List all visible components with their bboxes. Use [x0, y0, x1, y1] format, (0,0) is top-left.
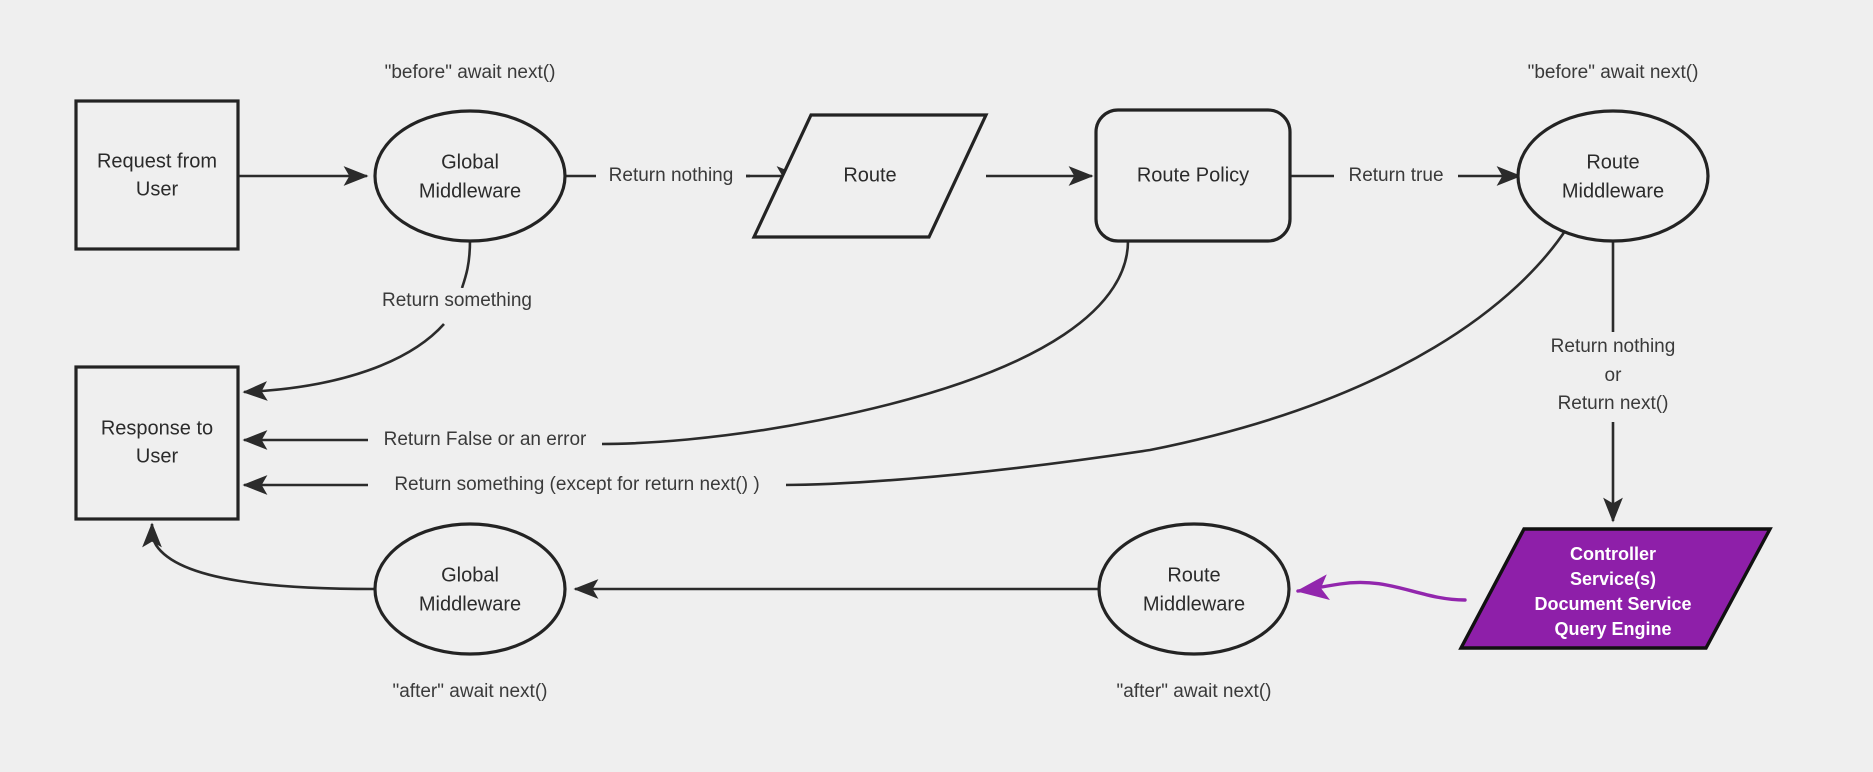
node-response-to-user-line2: User [136, 445, 179, 467]
label-return-something: Return something [362, 288, 552, 314]
label-return-nothing-or-next-line1: Return nothing [1551, 336, 1676, 357]
node-controller-line2: Service(s) [1570, 569, 1656, 589]
label-return-nothing-or-next-line3: Return next() [1558, 393, 1669, 414]
note-before-await-next-global: "before" await next() [385, 62, 556, 83]
node-response-to-user-line1: Response to [101, 417, 213, 439]
node-route-middleware-bottom[interactable]: Route Middleware [1097, 522, 1291, 656]
node-response-to-user[interactable]: Response to User [74, 365, 240, 521]
note-after-await-next-route: "after" await next() [1117, 681, 1272, 702]
node-route-policy[interactable]: Route Policy [1094, 108, 1292, 243]
node-controller-line3: Document Service [1534, 594, 1691, 614]
node-route-middleware-top-line1: Route [1586, 151, 1639, 173]
edge-return-something-to-response [242, 323, 445, 401]
node-request-from-user-line2: User [136, 178, 179, 200]
label-return-nothing-text: Return nothing [609, 165, 734, 186]
node-route-middleware-bottom-line2: Middleware [1143, 593, 1245, 615]
node-request-from-user-line1: Request from [97, 150, 217, 172]
node-route-middleware-top-line2: Middleware [1562, 180, 1664, 202]
edge-route-middleware-return-something-curve [781, 227, 1569, 487]
node-global-middleware-top-line2: Middleware [419, 180, 521, 202]
label-return-something-text: Return something [382, 290, 532, 311]
label-return-something-except-text: Return something (except for return next… [394, 474, 759, 495]
edge-global-return-something-stub [460, 239, 472, 289]
label-return-false-or-error-text: Return False or an error [384, 429, 587, 450]
node-global-middleware-bottom-line2: Middleware [419, 593, 521, 615]
node-global-middleware-top-line1: Global [441, 151, 499, 173]
label-return-nothing-or-next: Return nothing or Return next() [1520, 332, 1710, 422]
node-controller-line4: Query Engine [1554, 619, 1671, 639]
label-return-nothing: Return nothing [596, 164, 746, 188]
node-global-middleware-bottom-line1: Global [441, 564, 499, 586]
node-route[interactable]: Route [751, 113, 989, 239]
node-route-label: Route [843, 164, 896, 186]
node-global-middleware-bottom[interactable]: Global Middleware [373, 522, 567, 656]
node-request-from-user[interactable]: Request from User [74, 99, 240, 251]
label-return-something-except: Return something (except for return next… [368, 473, 786, 497]
label-return-true-text: Return true [1348, 165, 1443, 186]
node-route-middleware-top[interactable]: Route Middleware [1516, 109, 1710, 243]
edge-controller-to-route-middleware-bottom [1295, 574, 1467, 602]
node-controller-services[interactable]: Controller Service(s) Document Service Q… [1458, 527, 1773, 650]
node-controller-line1: Controller [1570, 544, 1656, 564]
node-route-middleware-bottom-line1: Route [1167, 564, 1220, 586]
label-return-nothing-or-next-line2: or [1605, 365, 1623, 386]
label-return-true: Return true [1334, 164, 1458, 188]
edge-global-middleware-bottom-to-response [142, 522, 376, 591]
node-route-policy-label: Route Policy [1137, 164, 1249, 186]
edge-policy-false-curve [599, 240, 1130, 446]
label-return-false-or-error: Return False or an error [368, 428, 602, 452]
note-before-await-next-route: "before" await next() [1528, 62, 1699, 83]
note-after-await-next-global: "after" await next() [393, 681, 548, 702]
node-global-middleware-top[interactable]: Global Middleware [373, 109, 567, 243]
